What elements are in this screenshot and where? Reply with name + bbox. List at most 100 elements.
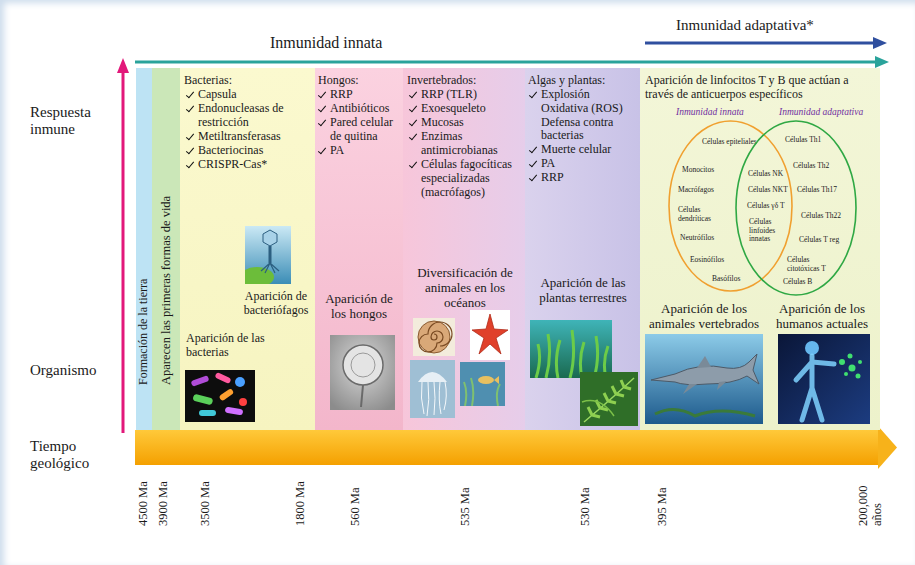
era-name: Formación de la tierra bbox=[137, 279, 151, 385]
row-label: Organismo bbox=[30, 362, 96, 379]
timeline-head bbox=[878, 426, 897, 469]
innate-arrow bbox=[135, 61, 878, 64]
check-mark bbox=[529, 90, 537, 99]
cell-name: Células NKT bbox=[748, 186, 788, 195]
check-mark bbox=[529, 159, 537, 168]
list-item: PA bbox=[541, 157, 637, 171]
fungus-picture bbox=[330, 335, 395, 410]
list-item: Enzimas antimicrobianas bbox=[421, 130, 523, 158]
jellyfish-picture bbox=[410, 360, 455, 418]
venn-title: Inmunidad adaptativa bbox=[779, 107, 863, 118]
list-item: RRP bbox=[330, 88, 402, 102]
check-mark bbox=[409, 104, 417, 113]
ichthyosaur-picture bbox=[645, 334, 763, 424]
era-band: Bacterias:CapsulaEndonucleasas de restri… bbox=[180, 68, 315, 430]
date-label: 535 Ma bbox=[458, 487, 472, 526]
list-item: Bacteriocinas bbox=[198, 144, 312, 158]
era-name: Aparecen las primeras formas de vida bbox=[159, 196, 173, 385]
arrow-head bbox=[873, 37, 887, 49]
ellipse-shape bbox=[736, 121, 856, 295]
axis-title: Inmunidad adaptativa* bbox=[676, 17, 814, 34]
check-mark bbox=[318, 90, 326, 99]
era-band: Hongos:RRPAntibióticosPared celular de q… bbox=[315, 68, 403, 430]
row-label: Respuesta inmune bbox=[30, 104, 118, 139]
cell-name: Basófilos bbox=[712, 275, 740, 284]
response-arrow bbox=[122, 72, 125, 433]
list-item: CRISPR-Cas* bbox=[198, 158, 312, 172]
check-mark bbox=[186, 104, 194, 113]
date-label: 4500 Ma bbox=[136, 481, 150, 526]
group-heading: Aparición de linfocitos T y B que actúan… bbox=[645, 74, 877, 102]
era-band: Aparecen las primeras formas de vida bbox=[152, 68, 180, 430]
date-label: 3500 Ma bbox=[198, 481, 212, 526]
era-band: Aparición de linfocitos T y B que actúan… bbox=[640, 68, 880, 430]
group-heading: Invertebrados: bbox=[407, 74, 537, 88]
event-caption: Aparición de bacteriófagos bbox=[236, 290, 316, 318]
check-mark bbox=[186, 90, 194, 99]
list-item: Antibióticos bbox=[330, 102, 402, 116]
list-item: Pared celular de quitina bbox=[330, 116, 402, 144]
check-mark bbox=[318, 146, 326, 155]
bacteria-picture bbox=[185, 370, 255, 422]
arrow-head bbox=[875, 56, 889, 68]
list-item: Muerte celular bbox=[541, 143, 637, 157]
starfish-picture bbox=[470, 310, 510, 360]
adaptive-arrow bbox=[645, 42, 876, 45]
ellipse-shape bbox=[669, 121, 792, 291]
cell-name: Células linfoides innatas bbox=[749, 218, 785, 244]
date-label: 3900 Ma bbox=[156, 481, 170, 526]
arrow-head bbox=[117, 58, 129, 73]
era-band: Algas y plantas:Explosión Oxidativa (ROS… bbox=[525, 68, 640, 430]
cell-name: Células citotóxicas T bbox=[787, 256, 837, 273]
cell-name: Células epiteliales bbox=[702, 138, 757, 147]
check-mark bbox=[529, 145, 537, 154]
cell-name: Células NK bbox=[748, 170, 783, 179]
bacteriophage-picture bbox=[245, 226, 291, 284]
venn-title: Inmunidad innata bbox=[676, 107, 744, 118]
list-item: RRP (TLR) bbox=[421, 88, 523, 102]
check-mark bbox=[186, 160, 194, 169]
timeline-bar bbox=[135, 430, 880, 465]
group-heading: Bacterias: bbox=[184, 74, 314, 88]
cell-name: Células Th22 bbox=[801, 212, 841, 221]
seaweed-picture bbox=[530, 320, 612, 378]
human-picture bbox=[778, 334, 870, 424]
list-item: Células fagocíticas especializadas (macr… bbox=[421, 158, 523, 199]
date-label: 530 Ma bbox=[578, 487, 592, 526]
group-heading: Algas y plantas: bbox=[528, 74, 658, 88]
era-band: Invertebrados:RRP (TLR)ExoesqueletoMucos… bbox=[403, 68, 525, 430]
check-mark bbox=[186, 132, 194, 141]
event-caption: Aparición de los animales vertebrados bbox=[643, 302, 765, 332]
event-caption: Aparición de las plantas terrestres bbox=[530, 276, 636, 306]
date-label: 560 Ma bbox=[348, 487, 362, 526]
cell-name: Neutrófilos bbox=[680, 234, 714, 243]
cell-name: Macrófagos bbox=[678, 186, 714, 195]
date-label: 395 Ma bbox=[655, 487, 669, 526]
check-mark bbox=[318, 118, 326, 127]
check-mark bbox=[409, 132, 417, 141]
date-label: 200,000 años bbox=[856, 478, 885, 526]
cell-name: Células dendríticas bbox=[678, 206, 722, 223]
list-item: Mucosas bbox=[421, 116, 523, 130]
cell-name: Células B bbox=[783, 278, 812, 287]
list-item: Explosión Oxidativa (ROS) Defensa contra… bbox=[541, 88, 637, 143]
check-mark bbox=[409, 118, 417, 127]
axis-title: Inmunidad innata bbox=[270, 34, 382, 52]
cell-name: Células Th17 bbox=[797, 186, 837, 195]
cell-name: Células γδ T bbox=[747, 202, 785, 211]
list-item: RRP bbox=[541, 171, 637, 185]
event-caption: Aparición de las bacterias bbox=[186, 332, 270, 360]
list-item: Metiltransferasas bbox=[198, 130, 312, 144]
event-caption: Diversificación de animales en los océan… bbox=[407, 266, 523, 311]
check-mark bbox=[318, 104, 326, 113]
list-item: Capsula bbox=[198, 88, 312, 102]
cell-name: Monocitos bbox=[682, 166, 714, 175]
list-item: PA bbox=[330, 144, 402, 158]
cell-name: Células T reg bbox=[799, 236, 839, 245]
list-item: Exoesqueleto bbox=[421, 102, 523, 116]
event-caption: Aparición de los hongos bbox=[319, 292, 399, 322]
event-caption: Aparición de los humanos actuales bbox=[768, 302, 876, 332]
check-mark bbox=[409, 90, 417, 99]
fern-picture bbox=[580, 372, 638, 426]
